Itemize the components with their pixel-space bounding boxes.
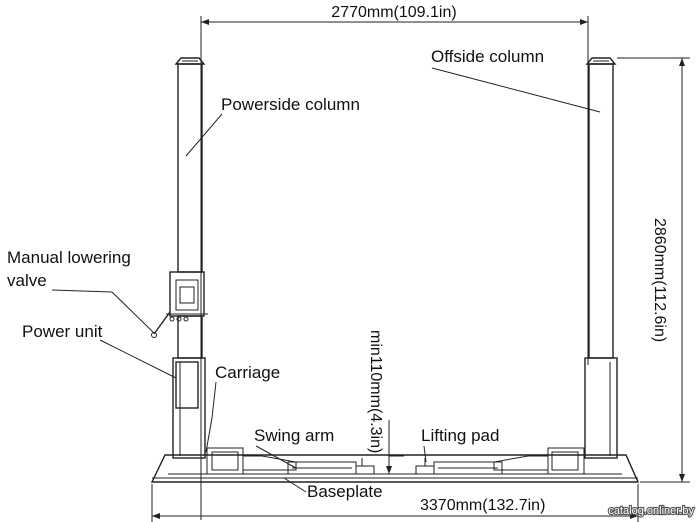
swing-arm-label: Swing arm	[254, 426, 334, 445]
baseplate-label: Baseplate	[307, 482, 383, 501]
watermark-text: catalog.onliner.by	[608, 505, 694, 517]
min-pad-height-dimension: min110mm(4.3in)	[367, 330, 404, 474]
top-width-label: 2770mm(109.1in)	[331, 4, 456, 21]
top-width-dimension: 2770mm(109.1in)	[200, 4, 589, 520]
manual-lowering-valve-label-1: Manual lowering	[7, 248, 131, 267]
manual-lowering-valve-label-2: valve	[7, 271, 47, 290]
left-swing-arm-drawing	[206, 447, 375, 475]
right-swing-arm-drawing	[415, 447, 585, 475]
leader-lines	[51, 67, 601, 493]
lifting-pad-label: Lifting pad	[421, 426, 499, 445]
base-width-label: 3370mm(132.7in)	[420, 497, 545, 514]
offside-column-label: Offside column	[431, 47, 544, 66]
watermark: catalog.onliner.by	[607, 504, 695, 518]
powerside-column-drawing	[151, 57, 208, 459]
offside-column-drawing	[584, 57, 618, 459]
powerside-column-label: Powerside column	[221, 95, 360, 114]
total-height-dimension: 2860mm(112.6in)	[617, 57, 690, 483]
carriage-label: Carriage	[215, 363, 280, 382]
total-height-label: 2860mm(112.6in)	[651, 218, 668, 342]
base-width-dimension: 3370mm(132.7in)	[151, 484, 639, 522]
power-unit-label: Power unit	[22, 322, 103, 341]
min-pad-height-label: min110mm(4.3in)	[367, 330, 384, 453]
baseplate-drawing	[150, 454, 640, 483]
